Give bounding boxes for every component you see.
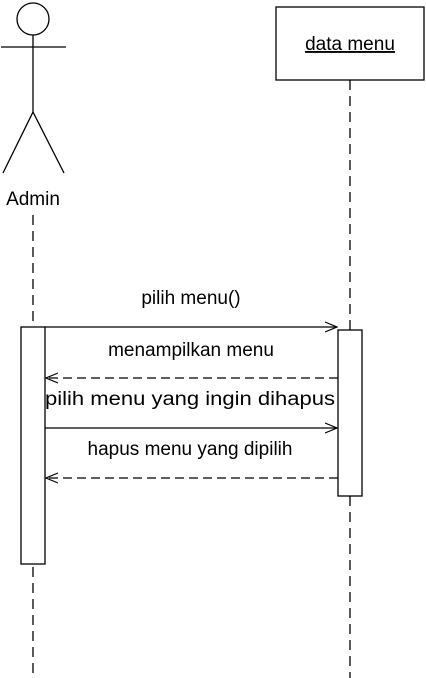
actor-label: Admin — [6, 189, 60, 210]
actor-left-leg — [2, 111, 34, 174]
actor-head — [16, 2, 50, 36]
message-label-3: pilih menu yang ingin dihapus — [45, 389, 335, 410]
actor-right-leg — [32, 111, 65, 174]
object-box — [275, 6, 425, 81]
object-data-menu: data menu — [275, 6, 425, 81]
message-label-2: menampilkan menu — [108, 340, 274, 361]
object-label: data menu — [305, 34, 395, 55]
message-label-1: pilih menu() — [141, 288, 240, 309]
actor-admin: Admin — [1, 2, 66, 210]
object-activation-bar — [337, 329, 363, 497]
actor-activation-bar — [20, 326, 46, 565]
message-label-4: hapus menu yang dipilih — [88, 439, 293, 460]
